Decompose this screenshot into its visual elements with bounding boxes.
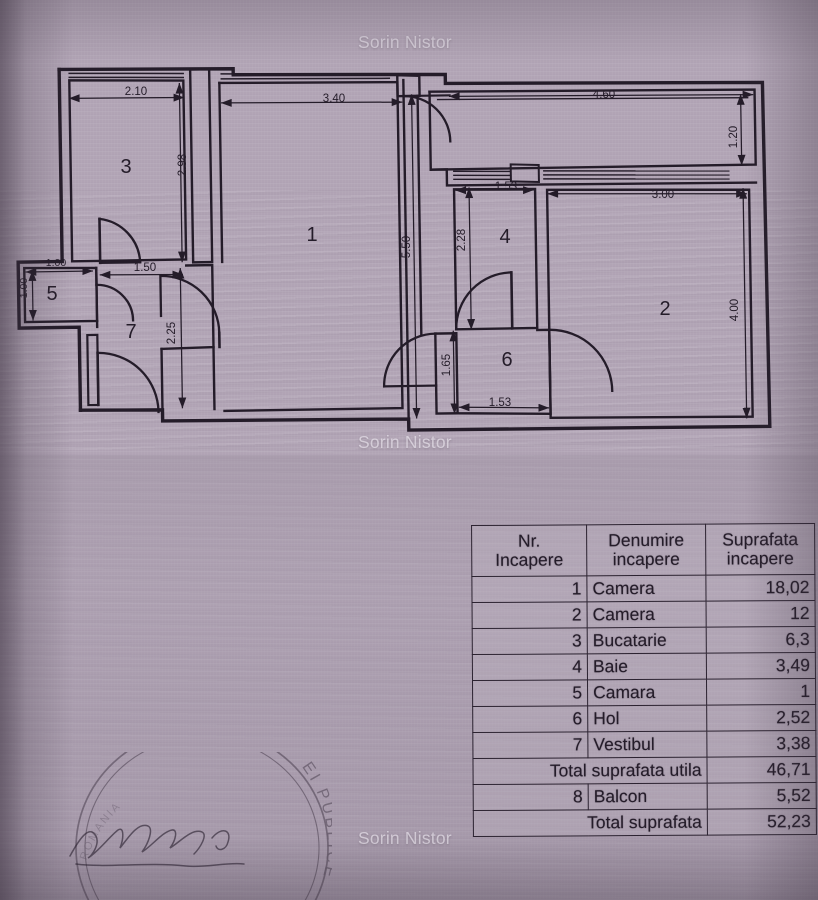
table-row: 1 Camera 18,02: [471, 574, 816, 603]
row-name: Camera: [586, 575, 707, 602]
dim-1-53-bath: 1.53: [495, 181, 517, 193]
room-label-4: 4: [499, 226, 510, 248]
dim-4-00: 4.00: [729, 299, 741, 321]
official-stamp: EI PUBLICE ROMANIA: [62, 752, 332, 900]
row-area: 6,3: [706, 626, 816, 654]
header-name-line1: Denumire: [608, 529, 685, 551]
watermark-top: Sorin Nistor: [358, 32, 452, 52]
header-name-line2: incapere: [612, 548, 680, 570]
row-nr: 2: [472, 601, 588, 629]
dim-1-53-hall: 1.53: [489, 397, 511, 409]
row-area: 18,02: [705, 574, 816, 602]
watermark-bottom: Sorin Nistor: [358, 828, 452, 848]
header-area: Suprafata incapere: [705, 523, 815, 576]
row-nr: 6: [472, 705, 588, 733]
watermark-middle: Sorin Nistor: [358, 432, 452, 452]
room-label-3: 3: [120, 156, 131, 178]
header-nr-line1: Nr.: [517, 530, 541, 551]
handwritten-signature: [66, 812, 296, 882]
row-nr: 5: [472, 679, 588, 707]
table-row-total: Total suprafata 52,23: [473, 808, 817, 837]
total-area: 52,23: [707, 808, 817, 836]
table-row: 2 Camera 12: [472, 600, 816, 629]
dim-2-25: 2.25: [166, 322, 178, 344]
row-area: 3,49: [706, 652, 816, 680]
header-area-line1: Suprafata: [722, 529, 799, 550]
dim-4-60: 4.60: [593, 89, 615, 101]
header-name: Denumire incapere: [586, 524, 706, 576]
row-area: 2,52: [706, 704, 816, 732]
row-name: Hol: [587, 705, 707, 732]
paper-streak-texture-lower: [0, 440, 818, 900]
room-label-2: 2: [659, 298, 670, 320]
dim-2-28: 2.28: [456, 229, 468, 251]
dim-1-00-h: 1.00: [46, 257, 67, 269]
dim-3-00: 3.00: [652, 189, 674, 201]
table-row: 3 Bucatarie 6,3: [472, 626, 816, 655]
table-header-row: Nr. Incapere Denumire incapere Suprafata…: [471, 523, 815, 577]
dim-1-50: 1.50: [134, 262, 156, 274]
row-area: 5,52: [707, 782, 817, 810]
row-name: Balcon: [588, 783, 708, 810]
dim-1-20: 1.20: [728, 126, 740, 148]
row-name: Camera: [587, 601, 707, 628]
row-name: Baie: [587, 653, 707, 680]
total-utila-area: 46,71: [706, 756, 817, 784]
dim-1-00-v: 1.00: [18, 278, 30, 299]
dim-5-50: 5.50: [401, 236, 413, 258]
row-nr: 1: [471, 575, 588, 603]
page-edge-shadow-left: [0, 0, 26, 900]
dim-2-98: 2.98: [177, 154, 189, 176]
header-nr: Nr. Incapere: [471, 524, 587, 577]
dim-3-40: 3.40: [323, 93, 345, 105]
header-nr-line2: Incapere: [495, 549, 564, 570]
header-area-line2: incapere: [726, 548, 794, 569]
row-name: Camara: [587, 679, 707, 706]
row-name: Bucatarie: [587, 627, 707, 654]
row-name: Vestibul: [587, 731, 707, 758]
room-label-1: 1: [306, 224, 317, 246]
total-utila-label: Total suprafata utila: [472, 757, 708, 785]
table-row: 7 Vestibul 3,38: [472, 730, 816, 759]
dim-2-10: 2.10: [125, 86, 147, 98]
table-row-total-utila: Total suprafata utila 46,71: [472, 756, 817, 785]
row-area: 3,38: [706, 730, 816, 758]
row-nr: 8: [473, 783, 589, 811]
row-nr: 7: [472, 731, 588, 759]
table-row: 4 Baie 3,49: [472, 652, 816, 681]
row-area: 1: [706, 678, 816, 706]
room-label-7: 7: [125, 321, 136, 343]
row-area: 12: [706, 600, 816, 628]
row-nr: 4: [472, 653, 588, 681]
room-label-5: 5: [46, 283, 57, 305]
room-label-6: 6: [501, 349, 512, 371]
dim-1-65: 1.65: [441, 354, 453, 376]
table-row: 5 Camara 1: [472, 678, 816, 707]
row-nr: 3: [472, 627, 588, 655]
table-row: 6 Hol 2,52: [472, 704, 816, 733]
table-row-balcon: 8 Balcon 5,52: [473, 782, 817, 811]
total-label: Total suprafata: [473, 809, 708, 837]
room-area-table: Nr. Incapere Denumire incapere Suprafata…: [471, 522, 817, 838]
